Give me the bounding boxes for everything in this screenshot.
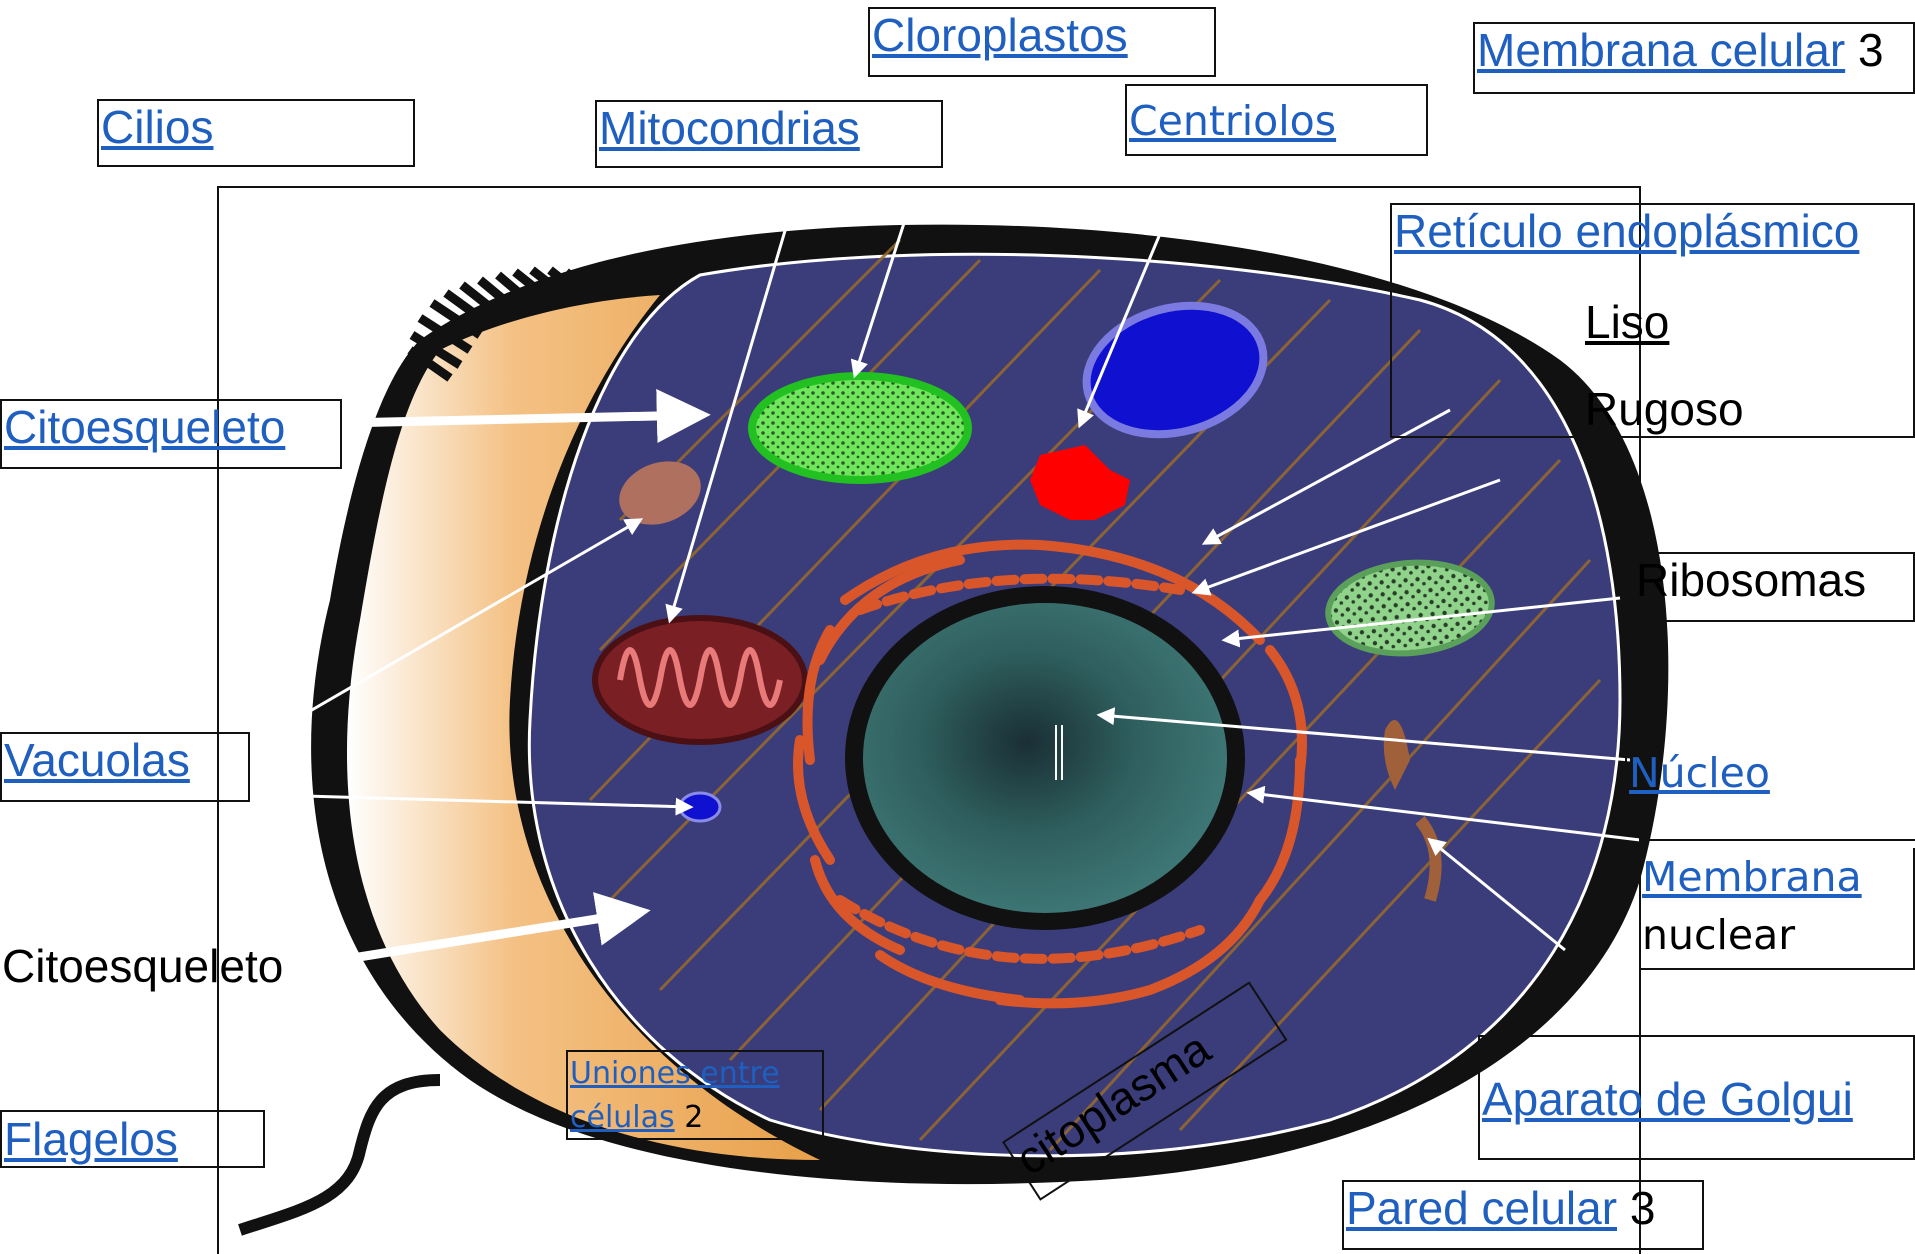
label-aparato-golgi: Aparato de Golgui — [1478, 1035, 1915, 1160]
label-uniones: Uniones entre células 2 — [566, 1050, 824, 1140]
link-pared-celular[interactable]: Pared celular — [1346, 1182, 1617, 1234]
label-citoesqueleto-bottom: Citoesqueleto — [0, 940, 285, 993]
label-flagelos: Flagelos — [0, 1110, 265, 1168]
link-aparato-golgi[interactable]: Aparato de Golgui — [1482, 1073, 1853, 1125]
link-cilios[interactable]: Cilios — [101, 101, 213, 153]
nucleus — [863, 603, 1227, 913]
label-vacuolas: Vacuolas — [0, 732, 250, 802]
link-citoesqueleto[interactable]: Citoesqueleto — [4, 401, 285, 453]
pared-celular-number: 3 — [1630, 1182, 1656, 1234]
liso-text: Liso — [1585, 296, 1669, 348]
link-reticulo[interactable]: Retículo endoplásmico — [1394, 205, 1859, 257]
label-liso: Liso — [1583, 296, 1671, 349]
label-ribosomas: Ribosomas — [1632, 552, 1915, 622]
link-flagelos[interactable]: Flagelos — [4, 1113, 178, 1165]
label-mitocondrias: Mitocondrias — [595, 100, 943, 168]
link-cloroplastos[interactable]: Cloroplastos — [872, 9, 1128, 61]
link-uniones-celulas[interactable]: células — [570, 1100, 675, 1135]
link-mitocondrias[interactable]: Mitocondrias — [599, 102, 860, 154]
label-citoesqueleto-top: Citoesqueleto — [0, 399, 342, 469]
label-rugoso: Rugoso — [1583, 383, 1746, 436]
label-membrana-nuclear: Membrana nuclear — [1640, 848, 1915, 970]
chloroplast — [752, 376, 968, 480]
link-nucleo[interactable]: Núcleo — [1629, 749, 1770, 797]
label-nucleo: Núcleo — [1625, 735, 1915, 813]
label-pared-celular: Pared celular 3 — [1342, 1180, 1704, 1250]
link-membrana-celular[interactable]: Membrana celular — [1477, 24, 1845, 76]
link-membrana-nuclear[interactable]: Membrana — [1642, 853, 1862, 901]
rugoso-text: Rugoso — [1585, 383, 1744, 435]
label-centriolos: Centriolos — [1125, 84, 1428, 156]
label-cilios: Cilios — [97, 99, 415, 167]
citoesqueleto-bottom-text: Citoesqueleto — [2, 940, 283, 992]
uniones-number: 2 — [684, 1100, 703, 1135]
link-vacuolas[interactable]: Vacuolas — [4, 734, 190, 786]
ribosomas-text: Ribosomas — [1636, 554, 1866, 606]
membrana-nuclear-text: nuclear — [1642, 911, 1795, 959]
label-cloroplastos: Cloroplastos — [868, 7, 1216, 77]
label-membrana-celular: Membrana celular 3 — [1473, 22, 1915, 94]
link-uniones[interactable]: Uniones entre — [570, 1056, 780, 1091]
membrana-celular-number: 3 — [1858, 24, 1884, 76]
flagellum — [240, 1080, 440, 1230]
link-centriolos[interactable]: Centriolos — [1129, 97, 1336, 145]
